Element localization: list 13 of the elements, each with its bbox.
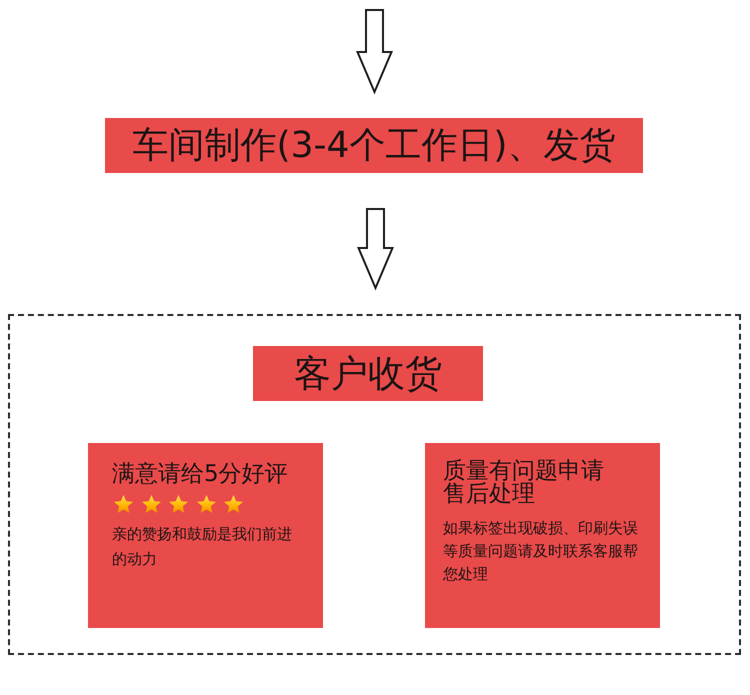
card-text: 亲的赞扬和鼓励是我们前进的动力	[112, 524, 293, 570]
dashed-group-frame	[8, 314, 741, 655]
card-text: 如果标签出现破损、印刷失误等质量问题请及时联系客服帮您处理	[443, 518, 639, 585]
info-card	[88, 443, 323, 628]
info-card	[425, 443, 660, 628]
card-heading: 满意请给5分好评	[112, 460, 289, 488]
block-arrow	[356, 9, 394, 95]
step-label: 客户收货	[294, 351, 442, 397]
card-heading: 质量有问题申请售后处理	[443, 460, 605, 506]
step-label: 车间制作(3-4个工作日)、发货	[132, 124, 616, 168]
block-arrow	[356, 208, 394, 291]
process-box	[253, 346, 483, 401]
process-bar	[105, 118, 643, 173]
